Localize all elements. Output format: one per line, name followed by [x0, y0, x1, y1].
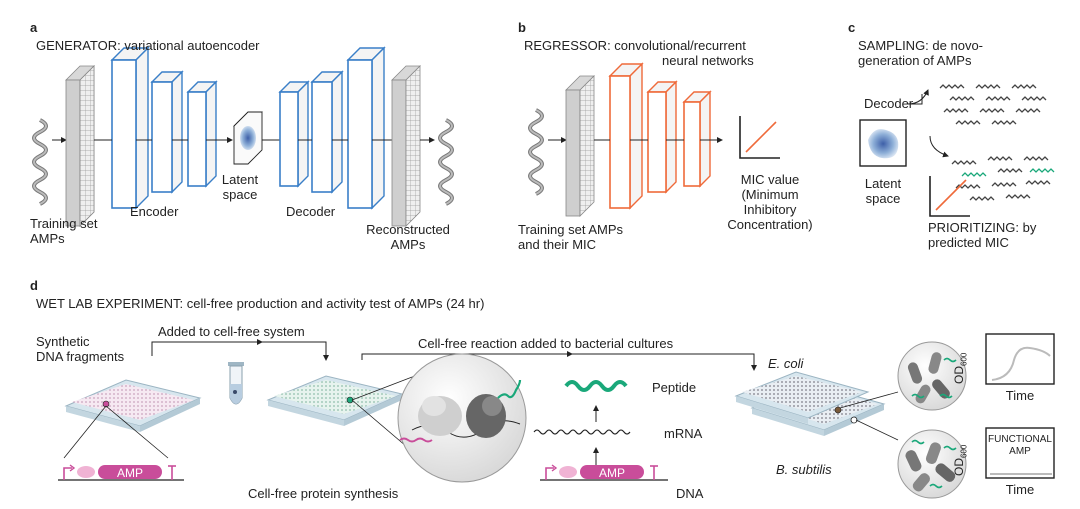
panel-c-title: SAMPLING: de novo-generation of AMPs: [858, 38, 983, 68]
peptide-icon: [564, 380, 628, 392]
label-dna: DNA: [676, 486, 704, 501]
encoder-layer-2: [150, 70, 184, 194]
label-added-cellfree: Added to cell-free system: [158, 324, 305, 339]
label-mrna: mRNA: [664, 426, 703, 441]
ribosome-sphere: [397, 353, 527, 483]
regressor-layer-3: [682, 90, 712, 188]
gene-construct: [540, 464, 668, 481]
encoder-layer-1: [110, 46, 150, 210]
dna-plate: [64, 379, 202, 432]
panel-d-title: WET LAB EXPERIMENT: cell-free production…: [36, 296, 485, 311]
label-decoder-c: Decoder: [864, 96, 914, 111]
label-peptide: Peptide: [652, 380, 697, 395]
helix-icon: [438, 118, 454, 206]
generated-sequences: [939, 84, 1047, 125]
mic-plot-icon: [929, 176, 970, 217]
label-time-2: Time: [1005, 482, 1035, 497]
label-decoder: Decoder: [286, 204, 336, 219]
amp-gene-label-2: AMP: [598, 466, 625, 480]
bacteria-plates: [734, 371, 886, 436]
label-cellfree-synthesis: Cell-free protein synthesis: [248, 486, 399, 501]
decoder-layer-3: [346, 46, 386, 210]
panel-letter-d: d: [30, 278, 38, 293]
panel-a-title: GENERATOR: variational autoencoder: [36, 38, 260, 53]
label-encoder: Encoder: [130, 204, 179, 219]
od-axis-label-2: OD600: [952, 444, 969, 476]
mrna-icon: [533, 429, 631, 435]
label-time-1: Time: [1005, 388, 1035, 403]
output-layer: [391, 65, 421, 227]
label-reaction-added: Cell-free reaction added to bacterial cu…: [418, 336, 674, 351]
label-ecoli: E. coli: [768, 356, 804, 371]
mic-plot-icon: [739, 116, 780, 159]
prioritized-sequences: [951, 156, 1055, 201]
helix-icon: [32, 118, 48, 206]
encoder-layer-3: [186, 80, 218, 188]
test-tube-icon: [228, 362, 244, 405]
latent-space-box: [859, 119, 907, 167]
regressor-input-layer: [565, 75, 595, 217]
gene-construct: [58, 464, 184, 481]
panel-letter-c: c: [848, 20, 856, 35]
bacteria-sphere-bsubtilis: [897, 429, 967, 499]
decoder-layer-1: [278, 80, 310, 188]
od-axis-label: OD600: [952, 352, 969, 384]
cellfree-plate: [266, 375, 404, 426]
flat-curve-plot: [985, 427, 1055, 479]
regressor-layer-1: [608, 62, 644, 210]
helix-icon: [528, 108, 544, 196]
label-bsubtilis: B. subtilis: [776, 462, 832, 477]
decoder-layer-2: [310, 70, 344, 194]
latent-space-icon: [233, 111, 263, 165]
bacteria-sphere-ecoli: [897, 341, 967, 411]
input-layer: [65, 65, 95, 227]
amp-gene-label: AMP: [116, 466, 143, 480]
panel-letter-b: b: [518, 20, 526, 35]
regressor-layer-2: [646, 80, 678, 194]
growth-curve-plot: [985, 333, 1055, 385]
panel-letter-a: a: [30, 20, 38, 35]
